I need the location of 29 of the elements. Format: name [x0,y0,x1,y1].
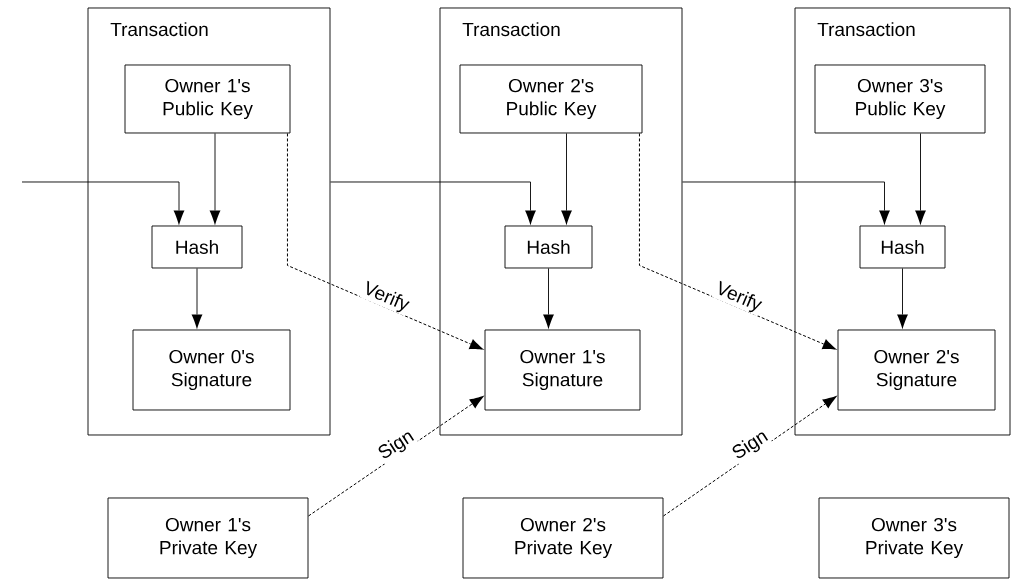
edge-label: Verify [711,278,766,317]
edge-label: Sign [374,426,419,465]
signature-box: Owner 2's Signature [837,329,996,411]
public-key-box: Owner 1's Public Key [124,64,291,134]
private-key-box: Owner 1's Private Key [107,497,309,579]
public-key-box: Owner 2's Public Key [459,64,643,134]
private-key-box: Owner 2's Private Key [462,497,664,579]
arrow [682,181,890,226]
arrow [543,268,554,330]
edge-label: Verify [359,278,413,317]
arrow [286,132,485,350]
arrow [307,395,485,517]
arrow [21,181,185,226]
public-key-box: Owner 3's Public Key [814,64,986,134]
arrow [561,133,572,226]
arrow [662,395,838,517]
arrow [638,132,838,350]
edge-label: Sign [728,426,773,465]
private-key-box: Owner 3's Private Key [818,497,1010,579]
signature-box: Owner 1's Signature [484,329,641,411]
arrow [330,181,536,226]
signature-box: Owner 0's Signature [132,329,291,411]
hash-box: Hash [859,225,946,269]
hash-box: Hash [151,225,243,269]
hash-box: Hash [504,225,593,269]
arrow [209,133,221,226]
arrow [897,268,908,330]
arrow [915,133,926,226]
arrow [191,268,203,330]
